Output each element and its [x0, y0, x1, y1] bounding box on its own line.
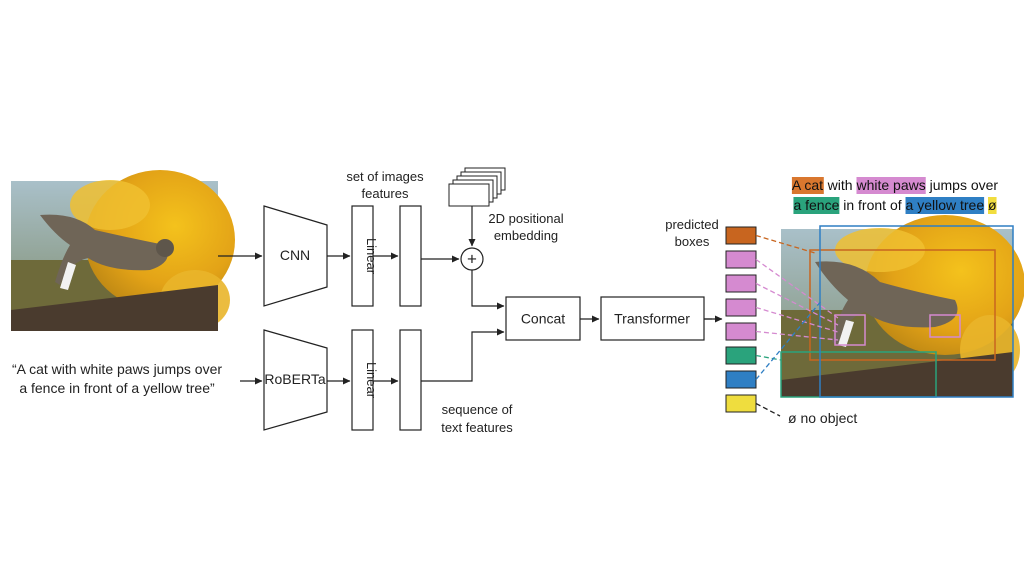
caption-highlight: [987, 197, 997, 214]
connectors: [218, 206, 723, 385]
caption-highlight: [856, 177, 926, 194]
correspondence-line-4: [755, 306, 839, 333]
predicted-box-1: [725, 226, 757, 245]
correspondence-line-5: [755, 330, 839, 341]
caption-span: with: [824, 177, 857, 193]
caption-span: a fence: [793, 197, 839, 213]
svg-text:Concat: Concat: [521, 311, 565, 327]
cnn-block: CNN: [263, 205, 328, 307]
output-caption: A cat with white paws jumps over a fence…: [791, 177, 999, 214]
text-feature-vector: [399, 329, 422, 431]
concat-block: Concat: [505, 296, 581, 341]
caption-span: ø: [988, 197, 997, 213]
caption-span: jumps over: [926, 177, 999, 193]
caption-highlight: [793, 197, 840, 214]
transformer-block: Transformer: [600, 296, 705, 341]
correspondence-line-7: [755, 299, 823, 380]
predicted-box-2: [725, 250, 757, 269]
no-object-label: ø no object: [788, 410, 857, 426]
image-features-label-2: features: [362, 186, 409, 201]
correspondence-line-2: [755, 258, 839, 319]
correspondence-line-1: [755, 234, 816, 254]
caption-span: in front of: [839, 197, 905, 213]
positional-embedding-stack: [448, 167, 506, 207]
input-text-line-1: “A cat with white paws jumps over: [12, 361, 222, 377]
linear-layer-bottom: Linear: [351, 329, 379, 431]
predicted-box-4: [725, 298, 757, 317]
predicted-box-8: [725, 394, 757, 413]
svg-text:CNN: CNN: [280, 247, 310, 263]
predicted-box-3: [725, 274, 757, 293]
input-text-line-2: a fence in front of a yellow tree”: [19, 380, 215, 396]
svg-text:Transformer: Transformer: [614, 311, 690, 327]
predicted-boxes-label: predicted: [665, 217, 718, 232]
predicted-box-5: [725, 322, 757, 341]
box-correspondence-lines: [755, 234, 839, 417]
caption-line-2: a fence in front of a yellow tree ø: [793, 197, 997, 214]
image-feature-vector: [399, 205, 422, 307]
output-annotated-image: [780, 215, 1024, 398]
predicted-boxes-column: [725, 226, 757, 413]
correspondence-line-8: [755, 402, 781, 417]
roberta-block: RoBERTa: [263, 329, 328, 431]
caption-span: a yellow tree: [906, 197, 985, 213]
svg-text:Linear: Linear: [364, 238, 379, 275]
svg-text:+: +: [467, 250, 477, 269]
image-features-label: set of images: [346, 169, 424, 184]
text-features-label: sequence of: [442, 402, 513, 417]
text-features-label-2: text features: [441, 420, 513, 435]
caption-span: A cat: [792, 177, 823, 193]
input-cat-image: [11, 170, 235, 331]
caption-span: white paws: [855, 177, 925, 193]
svg-text:RoBERTa: RoBERTa: [264, 371, 325, 387]
predicted-box-7: [725, 370, 757, 389]
pos-embedding-label-2: embedding: [494, 228, 558, 243]
caption-highlight: [905, 197, 985, 214]
add-node: +: [460, 247, 484, 271]
caption-line-1: A cat with white paws jumps over: [791, 177, 999, 194]
svg-text:Linear: Linear: [364, 362, 379, 399]
caption-highlight: [791, 177, 824, 194]
predicted-boxes-label-2: boxes: [675, 234, 710, 249]
correspondence-line-6: [755, 354, 782, 361]
correspondence-line-3: [755, 282, 839, 326]
predicted-box-6: [725, 346, 757, 365]
pos-embedding-label: 2D positional: [488, 211, 563, 226]
